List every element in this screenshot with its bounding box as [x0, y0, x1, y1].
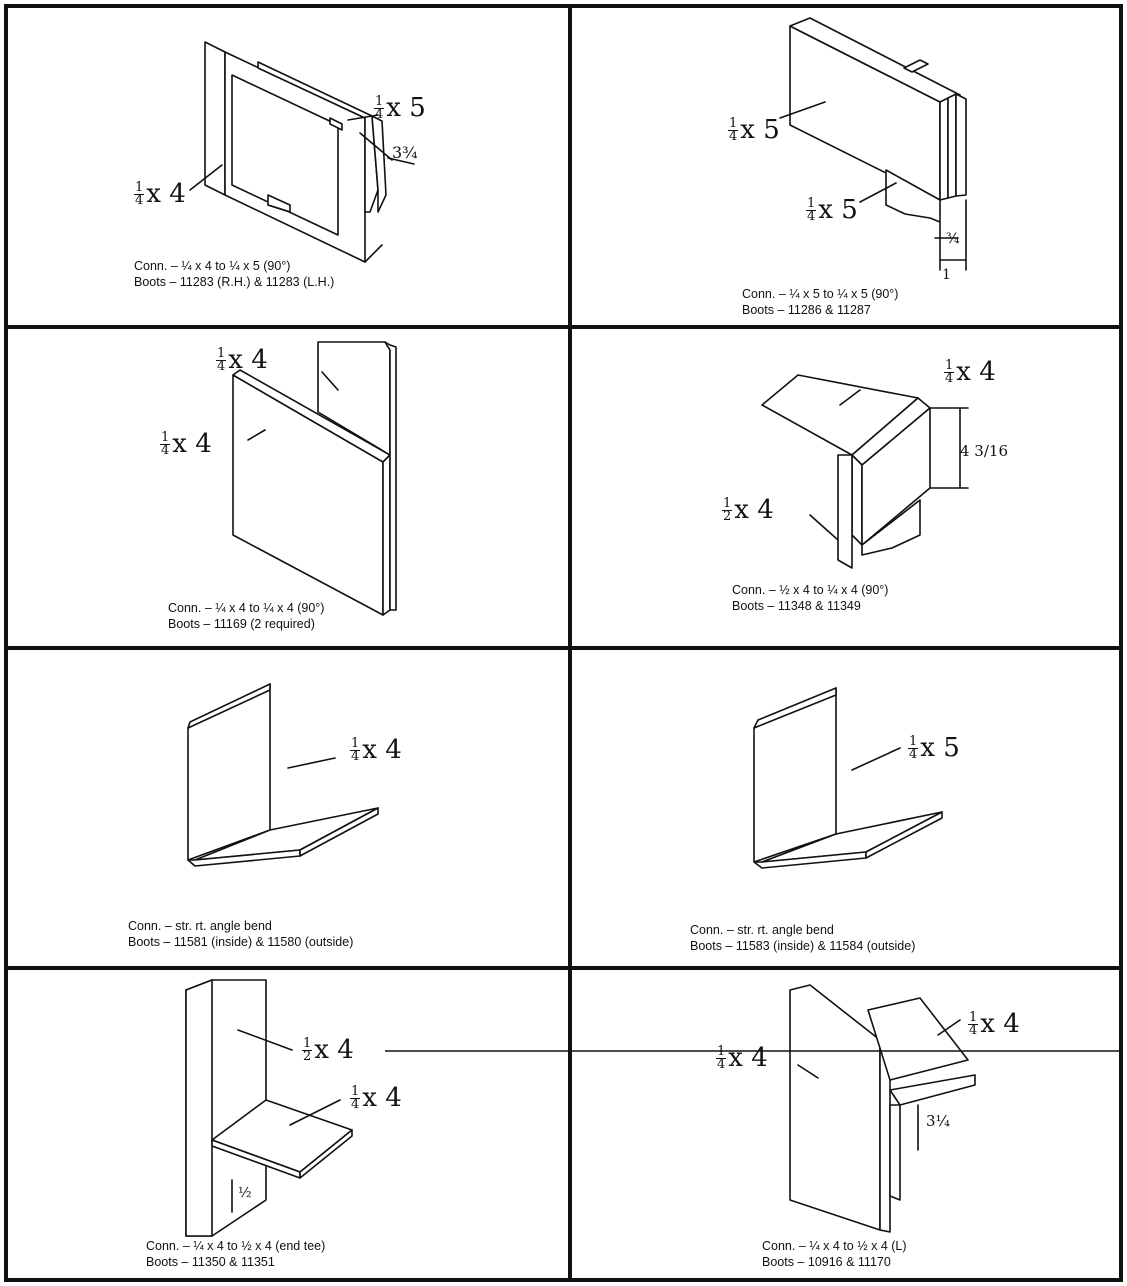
panel-6-boots-text: Boots – 11583 (inside) & 11584 (outside)	[690, 939, 916, 953]
panel-1-drawing	[189, 41, 415, 263]
panel-7-boots-text: Boots – 11350 & 11351	[146, 1255, 275, 1269]
panel-4-caption: Conn. – ½ x 4 to ¼ x 4 (90°) Boots – 113…	[732, 582, 888, 614]
panel-3-boots-text: Boots – 11169 (2 required)	[168, 617, 315, 631]
panel-2-drawing	[779, 17, 967, 271]
panel-4-conn-text: Conn. – ½ x 4 to ¼ x 4 (90°)	[732, 583, 889, 597]
panel-1-caption: Conn. – ¼ x 4 to ¼ x 5 (90°) Boots – 112…	[134, 258, 334, 290]
panel-4-drawing	[761, 374, 969, 569]
panel-2-caption: Conn. – ¼ x 5 to ¼ x 5 (90°) Boots – 112…	[742, 286, 898, 318]
panel-1-boots-text: Boots – 11283 (R.H.) & 11283 (L.H.)	[134, 275, 335, 289]
panel-8-caption: Conn. – ¼ x 4 to ½ x 4 (L) Boots – 10916…	[762, 1238, 907, 1270]
panel-8-boots-text: Boots – 10916 & 11170	[762, 1255, 891, 1269]
panel-5-conn-text: Conn. – str. rt. angle bend	[128, 919, 272, 933]
panel-6-drawing	[753, 687, 943, 869]
panel-3-conn-text: Conn. – ¼ x 4 to ¼ x 4 (90°)	[168, 601, 325, 615]
panel-4-boots-text: Boots – 11348 & 11349	[732, 599, 861, 613]
grid-frame	[4, 4, 1123, 1282]
panel-2-conn-text: Conn. – ¼ x 5 to ¼ x 5 (90°)	[742, 287, 899, 301]
panel-7-dimension: ½	[238, 1185, 252, 1201]
panel-3-caption: Conn. – ¼ x 4 to ¼ x 4 (90°) Boots – 111…	[168, 600, 324, 632]
panel-5-caption: Conn. – str. rt. angle bend Boots – 1158…	[128, 918, 353, 950]
panel-7-drawing	[185, 979, 353, 1237]
panel-8-dimension: 3¼	[926, 1112, 951, 1130]
panel-2-dimension: ¾	[946, 231, 960, 247]
panel-6-caption: Conn. – str. rt. angle bend Boots – 1158…	[690, 922, 915, 954]
panel-2-boots-text: Boots – 11286 & 11287	[742, 303, 871, 317]
panel-4-dimension: 4 3/16	[960, 442, 1008, 460]
panel-1-dimension: 3¾	[392, 143, 418, 162]
panel-2-dimension-2: 1	[942, 267, 951, 283]
panel-3-drawing	[232, 341, 397, 616]
panel-7-caption: Conn. – ¼ x 4 to ½ x 4 (end tee) Boots –…	[146, 1238, 325, 1270]
panel-8-drawing	[789, 984, 976, 1233]
panel-1-conn-text: Conn. – ¼ x 4 to ¼ x 5 (90°)	[134, 259, 291, 273]
panel-7-conn-text: Conn. – ¼ x 4 to ½ x 4 (end tee)	[146, 1239, 326, 1253]
panel-8-conn-text: Conn. – ¼ x 4 to ½ x 4 (L)	[762, 1239, 907, 1253]
panel-5-boots-text: Boots – 11581 (inside) & 11580 (outside)	[128, 935, 354, 949]
panel-6-conn-text: Conn. – str. rt. angle bend	[690, 923, 834, 937]
panel-5-drawing	[187, 683, 379, 867]
